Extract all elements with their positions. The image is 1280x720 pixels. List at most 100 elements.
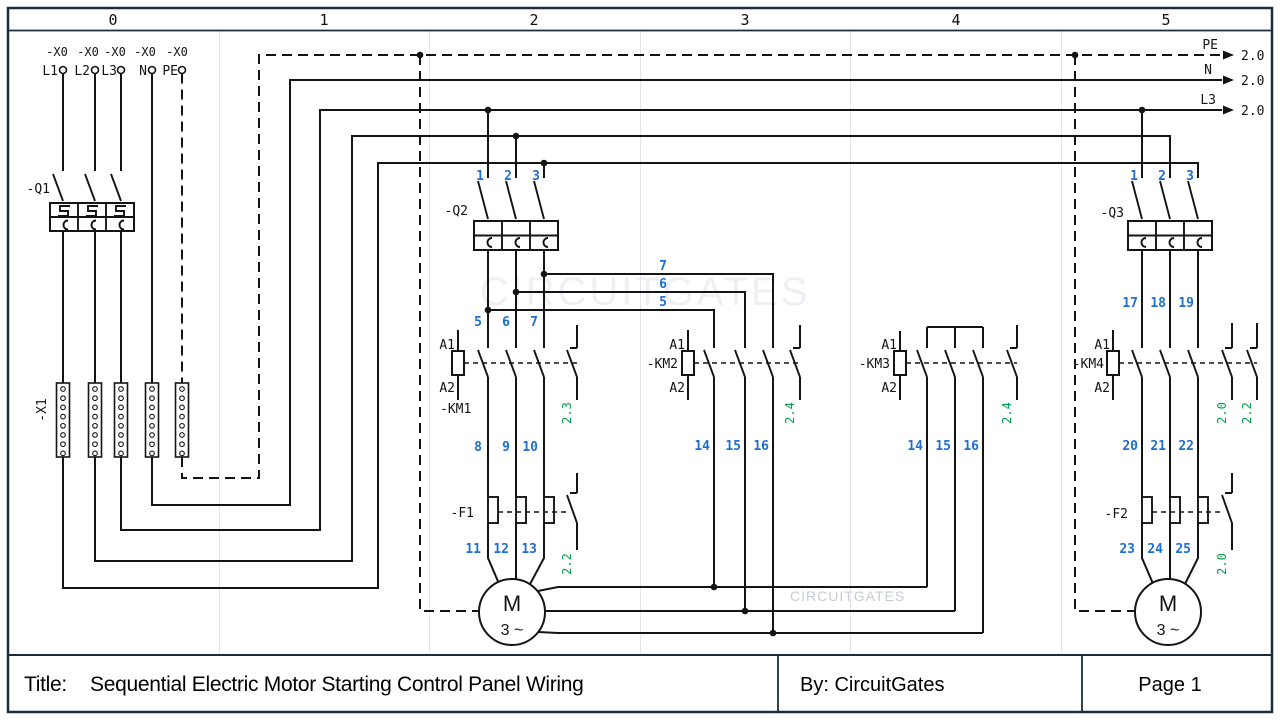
junction-dots <box>416 51 1146 637</box>
motor-1-type: 3 ~ <box>501 622 524 639</box>
km4-a2: A2 <box>1094 381 1110 396</box>
q2-label: -Q2 <box>445 204 468 219</box>
phase-l1: L1 <box>42 64 58 79</box>
wire-17: 17 <box>1122 296 1138 311</box>
wire-21: 21 <box>1150 439 1166 454</box>
q3-circuit-breaker: -Q3 1 2 3 17 18 19 <box>1101 169 1213 348</box>
column-ruler: 0 1 2 3 4 5 <box>108 11 1170 29</box>
branch-wire-7: 7 <box>659 259 667 274</box>
l3-exit-label: L3 <box>1200 93 1216 108</box>
wire-6: 6 <box>502 315 510 330</box>
km2-wire-15: 15 <box>725 439 741 454</box>
ruler-3: 3 <box>740 11 749 29</box>
f2-label: -F2 <box>1105 507 1128 522</box>
n-exit-label: N <box>1204 63 1212 78</box>
wire-7: 7 <box>530 315 538 330</box>
phase-n: N <box>139 64 147 79</box>
f2-aux-ref: 2.0 <box>1215 553 1229 575</box>
f2-overload-relay: -F2 2.0 23 24 25 <box>1105 473 1233 587</box>
km3-aux-ref: 2.4 <box>1000 402 1014 424</box>
terminal-n <box>147 65 157 75</box>
km1-coil <box>451 350 465 376</box>
km3-wire-16: 16 <box>963 439 979 454</box>
watermark-small: CIRCUITGATES <box>790 588 905 604</box>
km4-a1: A1 <box>1094 338 1110 353</box>
motor-2-circle <box>1134 578 1202 646</box>
km3-a1: A1 <box>881 338 897 353</box>
wire-1: 1 <box>476 169 484 184</box>
terminal-l1 <box>58 65 68 75</box>
wire-11: 11 <box>465 542 481 557</box>
km2-wire-14: 14 <box>694 439 710 454</box>
km3-label: -KM3 <box>859 357 890 372</box>
km3-wire-14: 14 <box>907 439 923 454</box>
km3-a2: A2 <box>881 381 897 396</box>
pe-drop-motor-1 <box>419 55 479 612</box>
x0-label-3: -X0 <box>104 45 126 59</box>
page-frame <box>6 6 1274 714</box>
km4-contactor: A1 A2 -KM4 2.0 2.2 20 21 22 <box>1073 323 1258 497</box>
q3-label: -Q3 <box>1101 206 1124 221</box>
column-grid <box>219 31 1062 654</box>
page-title: Sequential Electric Motor Starting Contr… <box>90 673 584 696</box>
ruler-0: 0 <box>108 11 117 29</box>
f1-aux-ref: 2.2 <box>560 553 574 575</box>
x1-terminal-strip: -X1 <box>35 382 190 458</box>
motor-2-label: M <box>1159 591 1177 616</box>
wire-19: 19 <box>1178 296 1194 311</box>
km2-a1: A1 <box>669 338 685 353</box>
incoming-supply-terminals: -X0 -X0 -X0 -X0 -X0 L1 L2 L3 N PE <box>42 45 188 383</box>
wire-5: 5 <box>474 315 482 330</box>
motor-2: M 3 ~ <box>1134 578 1202 646</box>
l3-exit-ref: 2.0 <box>1241 104 1264 119</box>
km2-coil <box>681 350 695 376</box>
q3-wire-3: 3 <box>1186 169 1194 184</box>
km1-contactor: A1 A2 -KM1 2.3 8 9 10 <box>439 325 578 497</box>
q2-circuit-breaker: -Q2 1 2 3 5 6 7 <box>445 169 559 348</box>
phase-l2: L2 <box>74 64 90 79</box>
wire-20: 20 <box>1122 439 1138 454</box>
km4-aux-ref-1: 2.0 <box>1215 402 1229 424</box>
km1-aux-ref: 2.3 <box>560 402 574 424</box>
x0-label-1: -X0 <box>46 45 68 59</box>
x0-label-4: -X0 <box>134 45 156 59</box>
wire-10: 10 <box>522 440 538 455</box>
ruler-5: 5 <box>1161 11 1170 29</box>
x0-label-2: -X0 <box>77 45 99 59</box>
km3-contactor: A1 A2 -KM3 2.4 14 15 16 <box>859 325 1018 633</box>
distribution-wiring <box>62 54 1222 612</box>
ruler-2: 2 <box>529 11 538 29</box>
km4-label: -KM4 <box>1073 357 1104 372</box>
wire-13: 13 <box>521 542 537 557</box>
q3-wire-1: 1 <box>1130 169 1138 184</box>
motor-1: M 3 ~ <box>478 578 983 646</box>
pe-exit-label: PE <box>1202 38 1218 53</box>
km1-a2: A2 <box>439 381 455 396</box>
ruler-4: 4 <box>951 11 960 29</box>
n-exit-ref: 2.0 <box>1241 74 1264 89</box>
km2-aux-ref: 2.4 <box>783 402 797 424</box>
km2-label: -KM2 <box>647 357 678 372</box>
wire-3: 3 <box>532 169 540 184</box>
ruler-1: 1 <box>319 11 328 29</box>
wire-18: 18 <box>1150 296 1166 311</box>
wire-25: 25 <box>1175 542 1191 557</box>
l3-arrow-icon <box>1223 105 1234 115</box>
x1-label: -X1 <box>35 398 50 421</box>
author: By: CircuitGates <box>800 674 944 696</box>
n-arrow-icon <box>1223 75 1234 85</box>
title-block: Title: Sequential Electric Motor Startin… <box>24 673 1202 696</box>
wire-24: 24 <box>1147 542 1163 557</box>
f1-overload-relay: -F1 2.2 11 12 13 <box>451 473 578 587</box>
title-block-columns <box>777 655 1083 712</box>
km2-contactor: A1 A2 -KM2 2.4 14 15 16 <box>647 325 801 633</box>
q1-circuit-breaker: -Q1 <box>27 173 135 383</box>
pe-arrow-icon <box>1223 50 1234 60</box>
wire-2: 2 <box>504 169 512 184</box>
branch-wire-5: 5 <box>659 295 667 310</box>
km1-label: -KM1 <box>440 402 471 417</box>
q1-label: -Q1 <box>27 182 50 197</box>
wire-12: 12 <box>493 542 509 557</box>
wire-23: 23 <box>1119 542 1135 557</box>
